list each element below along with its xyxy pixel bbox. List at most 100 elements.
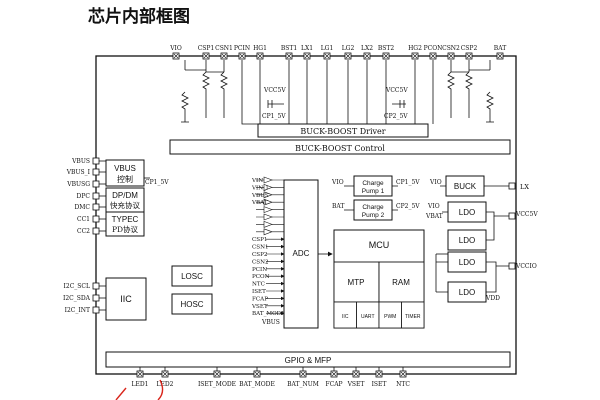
right-pins: LX VCC5V VCCIO VDD xyxy=(485,182,538,302)
pin-vcc5v xyxy=(508,212,516,220)
pin-bat-num-label: BAT_NUM xyxy=(287,381,319,388)
pin-iset-mode-mark xyxy=(214,371,220,377)
pin-lg2-mark xyxy=(345,53,351,59)
hosc-label: HOSC xyxy=(180,300,203,309)
pin-csp1-label: CSP1 xyxy=(198,45,215,52)
losc-label: LOSC xyxy=(181,272,203,281)
adc-in-csn1-label: CSN1 xyxy=(252,245,269,251)
pin-led2-mark xyxy=(162,371,168,377)
adc-vbus-label: VBUS xyxy=(261,319,280,326)
pin-i2c-scl-label: I2C_SCL xyxy=(64,283,90,290)
pin-hg1-mark xyxy=(257,53,263,59)
red-mark-led2 xyxy=(157,379,164,400)
buck-label: BUCK xyxy=(454,182,477,191)
pin-csn1-mark xyxy=(221,53,227,59)
pin-hg2-mark xyxy=(412,53,418,59)
adc-buffer-5 xyxy=(263,213,273,221)
pin-iset-mark xyxy=(376,371,382,377)
pin-pcon-mark xyxy=(430,53,436,59)
pin-bat-num-mark xyxy=(300,371,306,377)
adc-in-pcin-label: PCIN xyxy=(252,267,267,273)
pin-cc2 xyxy=(92,227,100,235)
iic-block xyxy=(105,277,147,321)
pin-vbus-i-label: VBUS_I xyxy=(66,169,91,176)
pin-hg1-label: HG1 xyxy=(253,45,267,52)
pin-bat-mode-mark xyxy=(254,371,260,377)
mcu-iic-label: IIC xyxy=(342,314,349,320)
pin-i2c-scl xyxy=(92,282,100,290)
adc-block xyxy=(283,179,319,329)
cp2-right-label: CP2_5V xyxy=(384,113,408,120)
adc-in-bat-mode-label: BAT_MODE xyxy=(252,311,285,317)
typec-line2: PD协议 xyxy=(112,224,139,234)
pin-bst1-mark xyxy=(286,53,292,59)
adc-in-ntc-label: NTC xyxy=(252,282,265,288)
ldo-label-3: LDO xyxy=(459,258,475,267)
ldo-vbat-label: VBAT xyxy=(425,213,443,220)
ldo-vio-label: VIO xyxy=(427,203,440,210)
ldo-label-4: LDO xyxy=(459,288,475,297)
pin-vccio-label: VCCIO xyxy=(515,263,537,270)
pin-cc2-label: CC2 xyxy=(77,228,90,235)
cp1-in-label: VIO xyxy=(331,179,344,186)
pin-csp2-label: CSP2 xyxy=(461,45,478,52)
pin-vio-mark xyxy=(173,53,179,59)
pin-bst1-label: BST1 xyxy=(281,45,297,52)
mcu-timer-label: TIMER xyxy=(405,314,421,320)
pin-lx2-mark xyxy=(364,53,370,59)
cp1-line1: Charge xyxy=(362,180,384,187)
pin-pcon-label: PCON xyxy=(424,45,443,52)
pin-vset-label: VSET xyxy=(347,381,365,388)
pin-bat-label: BAT xyxy=(494,45,506,52)
pin-csn1-label: CSN1 xyxy=(215,45,233,52)
pin-iset-label: ISET xyxy=(372,381,387,388)
pin-vbus xyxy=(92,157,100,165)
ldo-label-2: LDO xyxy=(459,236,475,245)
cp1-out-label: CP1_5V xyxy=(396,179,420,186)
pin-iset-mode-label: ISET_MODE xyxy=(198,381,236,388)
pin-dmc-label: DMC xyxy=(74,204,90,211)
buck-in-label: VIO xyxy=(429,179,442,186)
pin-fcap-label: FCAP xyxy=(325,381,342,388)
pin-vbus-label: VBUS xyxy=(71,158,90,165)
pin-lg1-label: LG1 xyxy=(321,45,334,52)
adc-input-labels: VINVIN_IVBUSVBATCSP1CSN1CSP2CSN2PCINPCON… xyxy=(251,176,285,317)
red-mark-led1 xyxy=(115,387,127,400)
dpdm-block xyxy=(105,187,145,213)
adc-buffer-6 xyxy=(263,220,273,228)
adc-in-csp1-label: CSP1 xyxy=(252,237,267,243)
ldo-wiring xyxy=(435,211,512,293)
mcu-timer-block xyxy=(401,301,425,329)
adc-in-csn2-label: CSN2 xyxy=(252,259,269,265)
typec-line1: TYPEC xyxy=(112,215,139,224)
mcu-pwm-label: PWM xyxy=(384,314,396,320)
adc-in-iset-label: ISET xyxy=(252,289,266,295)
pin-pcin-mark xyxy=(239,53,245,59)
pin-vio-label: VIO xyxy=(169,45,182,52)
cp2-line1: Charge xyxy=(362,204,384,211)
pin-csp1-mark xyxy=(203,53,209,59)
pin-vbusg-label: VBUSG xyxy=(66,181,90,188)
buck-boost-driver-label: BUCK-BOOST Driver xyxy=(300,127,385,136)
vbus-control-block xyxy=(105,159,145,187)
buck-boost-driver-block xyxy=(257,123,429,138)
dpdm-line1: DP/DM xyxy=(112,191,138,200)
pin-vcc5v-label: VCC5V xyxy=(515,211,538,218)
pin-led1-label: LED1 xyxy=(132,381,149,388)
pin-i2c-int xyxy=(92,306,100,314)
pin-pcin-label: PCIN xyxy=(234,45,250,52)
pin-lx xyxy=(508,182,516,190)
pin-dpc xyxy=(92,192,100,200)
pin-csp2-mark xyxy=(466,53,472,59)
mcu-label: MCU xyxy=(369,240,390,250)
vbus-block-line2: 控制 xyxy=(117,174,133,184)
ram-label: RAM xyxy=(392,278,410,287)
pin-cc1 xyxy=(92,215,100,223)
pin-lg1-mark xyxy=(324,53,330,59)
adc-in-csp2-label: CSP2 xyxy=(252,252,268,258)
losc-block xyxy=(171,265,213,287)
pin-ntc-mark xyxy=(400,371,406,377)
buck-boost-control-label: BUCK-BOOST Control xyxy=(295,144,385,153)
